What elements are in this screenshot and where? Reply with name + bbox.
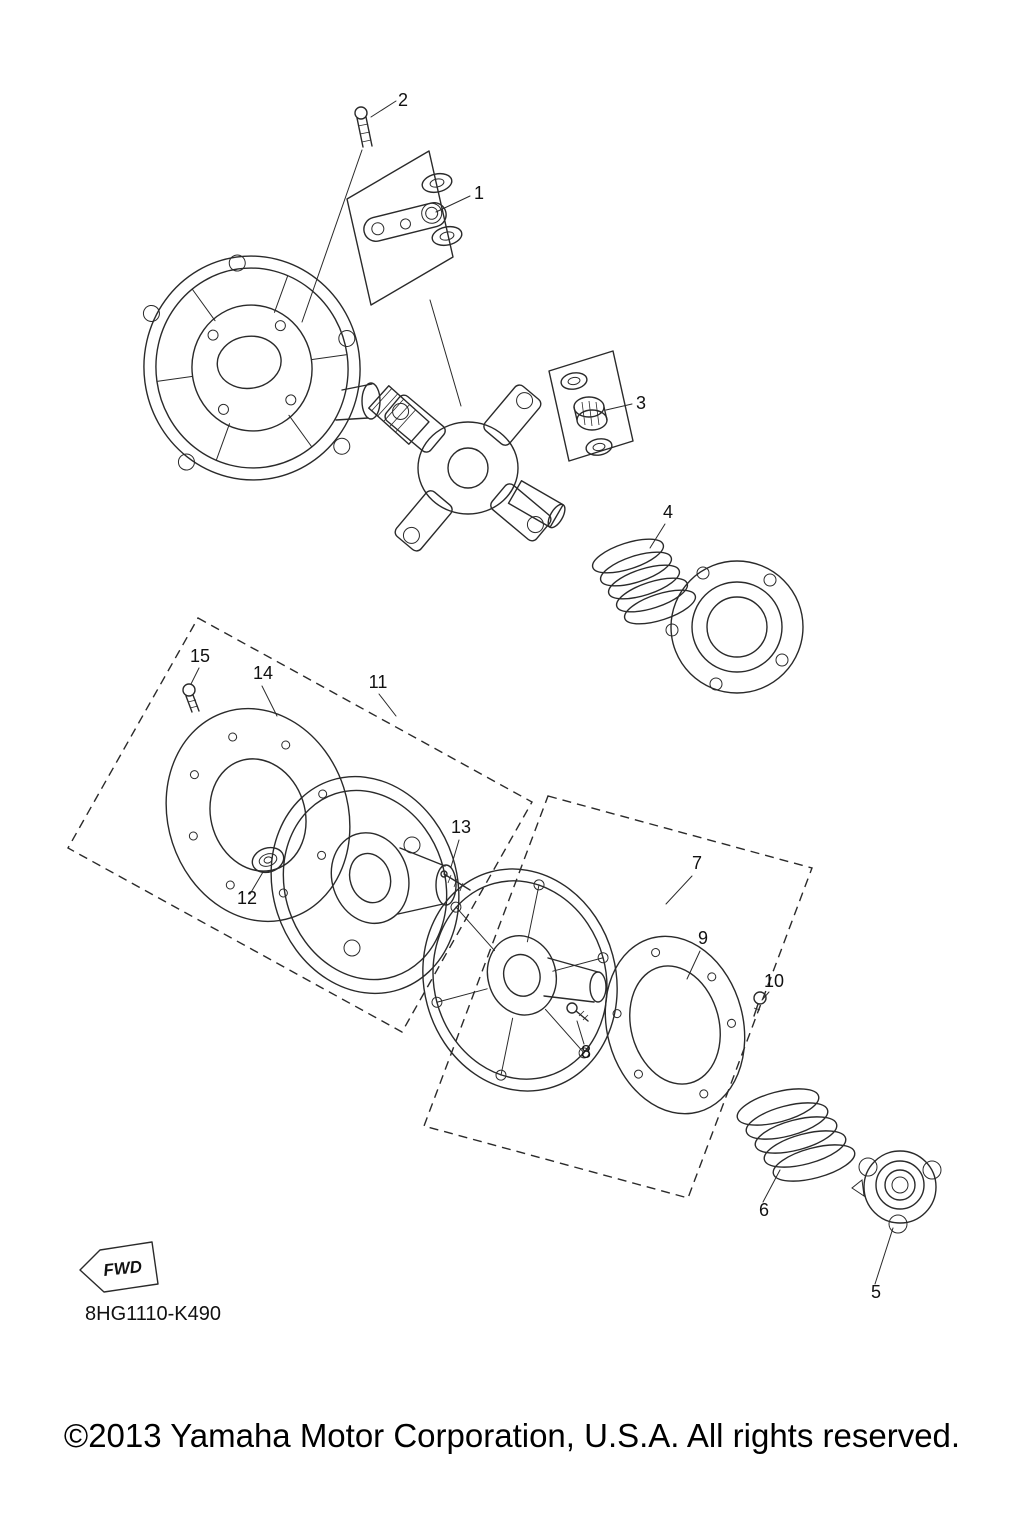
sliding-sheave bbox=[270, 775, 460, 995]
bolt-part-2 bbox=[354, 106, 373, 148]
callout-7: 7 bbox=[665, 853, 702, 905]
callout-14-label: 14 bbox=[253, 663, 273, 683]
callout-4: 4 bbox=[649, 502, 673, 549]
callout-1-label: 1 bbox=[474, 183, 484, 203]
spring-seat-cap bbox=[851, 1150, 942, 1234]
threaded-shaft-end bbox=[368, 385, 430, 445]
diagram-part-code: 8HG1110-K490 bbox=[85, 1303, 221, 1325]
callout-6: 6 bbox=[759, 1169, 781, 1220]
callout-13-label: 13 bbox=[451, 817, 471, 837]
callout-10: 10 bbox=[761, 971, 784, 1001]
callout-8: 8 bbox=[576, 1020, 591, 1062]
callout-5-label: 5 bbox=[871, 1282, 881, 1302]
spider-shaft-stub bbox=[507, 480, 566, 529]
spring-cover-plate bbox=[665, 560, 804, 694]
fwd-label: FWD bbox=[102, 1257, 142, 1280]
dashed-group-box-right bbox=[423, 795, 813, 1199]
callout-3-label: 3 bbox=[636, 393, 646, 413]
callout-15: 15 bbox=[190, 646, 210, 685]
callout-12: 12 bbox=[237, 871, 264, 908]
bolt-part-10 bbox=[753, 991, 767, 1017]
callout-14: 14 bbox=[253, 663, 278, 717]
spider-arm-sw bbox=[394, 490, 453, 552]
callout-1: 1 bbox=[435, 183, 484, 213]
bolt-part-15 bbox=[182, 683, 200, 713]
bolt-part-8 bbox=[566, 1002, 589, 1022]
callout-15-label: 15 bbox=[190, 646, 210, 666]
axis-lines bbox=[301, 149, 462, 407]
secondary-spring bbox=[736, 1088, 856, 1182]
callout-10-label: 10 bbox=[764, 971, 784, 991]
washer-top bbox=[421, 172, 453, 194]
callout-11-label: 11 bbox=[369, 672, 388, 692]
washer-bottom bbox=[431, 225, 463, 247]
bushing bbox=[573, 396, 608, 431]
callout-9: 9 bbox=[686, 928, 708, 980]
callout-5: 5 bbox=[871, 1227, 894, 1302]
callout-8-label: 8 bbox=[581, 1042, 591, 1062]
callout-3: 3 bbox=[605, 393, 646, 413]
fwd-direction-flag: FWD bbox=[79, 1241, 159, 1293]
ramp-plate bbox=[604, 935, 746, 1115]
washer-upper bbox=[560, 372, 588, 390]
callout-7-label: 7 bbox=[692, 853, 702, 873]
fixed-sheave bbox=[422, 868, 618, 1092]
weight-link-assembly bbox=[346, 150, 463, 306]
callout-9-label: 9 bbox=[698, 928, 708, 948]
weight-link bbox=[363, 202, 447, 242]
washer-lower bbox=[585, 438, 613, 456]
dashed-group-box-left bbox=[67, 617, 533, 1033]
callout-13: 13 bbox=[450, 817, 471, 868]
spider-assembly bbox=[368, 384, 566, 552]
spider-arm-nw bbox=[384, 394, 446, 453]
callout-11: 11 bbox=[369, 672, 397, 717]
callout-2: 2 bbox=[370, 90, 408, 118]
callout-2-label: 2 bbox=[398, 90, 408, 110]
bushing-assembly bbox=[548, 350, 634, 462]
primary-sheave-drum bbox=[142, 254, 361, 481]
callout-6-label: 6 bbox=[759, 1200, 769, 1220]
copyright-text: ©2013 Yamaha Motor Corporation, U.S.A. A… bbox=[64, 1417, 960, 1454]
callout-12-label: 12 bbox=[237, 888, 257, 908]
primary-spring bbox=[591, 538, 697, 625]
callout-4-label: 4 bbox=[663, 502, 673, 522]
spider-arm-ne bbox=[483, 384, 542, 446]
spider-arm-se bbox=[490, 483, 552, 542]
